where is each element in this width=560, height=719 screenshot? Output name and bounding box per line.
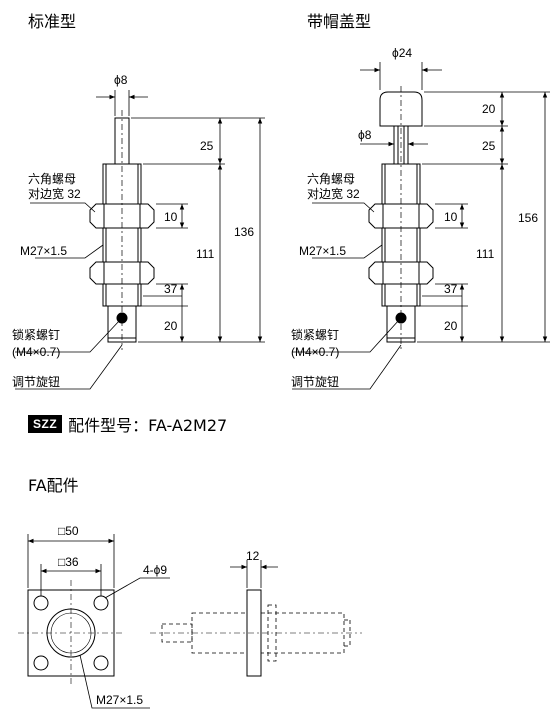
capped-cap <box>379 91 423 127</box>
capped-dim-10: 10 <box>444 210 458 224</box>
standard-absorber <box>89 110 155 350</box>
capped-dim-156: 156 <box>518 211 538 225</box>
standard-hex-nut-bottom <box>89 261 155 285</box>
capped-knob-label: 调节旋钮 <box>291 374 339 389</box>
fa-flange-front <box>18 580 124 686</box>
capped-dim-25: 25 <box>482 139 496 153</box>
capped-type-title: 带帽盖型 <box>307 12 372 31</box>
fa-hole-br <box>93 655 109 671</box>
capped-thread-label: M27×1.5 <box>299 244 346 258</box>
fa-side-dimensions <box>230 560 278 588</box>
fa-front-labels: □50 □36 4-ϕ9 M27×1.5 <box>58 524 167 707</box>
standard-labels: ϕ8 25 10 111 136 37 20 六角螺母 对边宽 32 M27×1… <box>12 73 254 389</box>
standard-dimensions <box>15 90 265 390</box>
standard-nut-label-1: 六角螺母 <box>28 172 76 186</box>
standard-hex-nut-top <box>89 203 155 229</box>
fa-hole-bl <box>33 655 49 671</box>
standard-knob-label: 调节旋钮 <box>12 374 60 389</box>
capped-dim-20-top: 20 <box>482 102 496 116</box>
fa-sq36: □36 <box>58 555 79 569</box>
fa-sq50: □50 <box>58 524 79 538</box>
standard-dim-10: 10 <box>164 210 178 224</box>
capped-dim-37: 37 <box>444 282 458 296</box>
fa-flange-side <box>150 589 362 677</box>
capped-nut-label-2: 对边宽 32 <box>307 186 360 201</box>
standard-lock-screw-label: 锁紧螺钉 <box>12 327 60 342</box>
fa-thread: M27×1.5 <box>96 693 143 707</box>
capped-rod-dia: ϕ8 <box>358 128 372 142</box>
fa-hole-tr <box>93 595 109 611</box>
accessory-model-line: SZZ 配件型号：FA-A2M27 <box>28 412 227 436</box>
standard-dim-25: 25 <box>200 139 214 153</box>
capped-lock-screw-label: 锁紧螺钉 <box>291 327 339 342</box>
capped-cap-dia: ϕ24 <box>392 46 412 60</box>
capped-dimensions <box>292 62 550 390</box>
standard-dim-37: 37 <box>164 282 178 296</box>
fa-holes: 4-ϕ9 <box>143 563 167 577</box>
capped-lock-screw-spec: (M4×0.7) <box>291 345 339 359</box>
capped-labels: ϕ24 20 ϕ8 25 10 111 156 37 20 六角螺母 对边宽 3… <box>291 46 538 389</box>
fa-parts-title: FA配件 <box>28 476 79 495</box>
capped-dim-111: 111 <box>476 247 495 261</box>
fa-front-dimensions <box>27 534 170 709</box>
accessory-model-label: 配件型号：FA-A2M27 <box>68 416 228 435</box>
standard-dim-20: 20 <box>164 319 178 333</box>
standard-rod-dia: ϕ8 <box>114 73 128 87</box>
szz-badge: SZZ <box>28 415 63 433</box>
standard-nut-label-2: 对边宽 32 <box>28 186 81 201</box>
fa-thickness: 12 <box>246 549 260 563</box>
fa-hole-tl <box>33 595 49 611</box>
capped-hex-nut-top <box>368 203 434 229</box>
capped-nut-label-1: 六角螺母 <box>307 172 355 186</box>
standard-dim-136: 136 <box>234 225 254 239</box>
standard-thread-label: M27×1.5 <box>20 244 67 258</box>
standard-lock-screw-spec: (M4×0.7) <box>12 345 60 359</box>
standard-type-title: 标准型 <box>28 12 77 31</box>
capped-dim-20: 20 <box>444 319 458 333</box>
capped-hex-nut-bottom <box>368 261 434 285</box>
standard-dim-111: 111 <box>196 247 215 261</box>
capped-absorber <box>368 86 434 350</box>
